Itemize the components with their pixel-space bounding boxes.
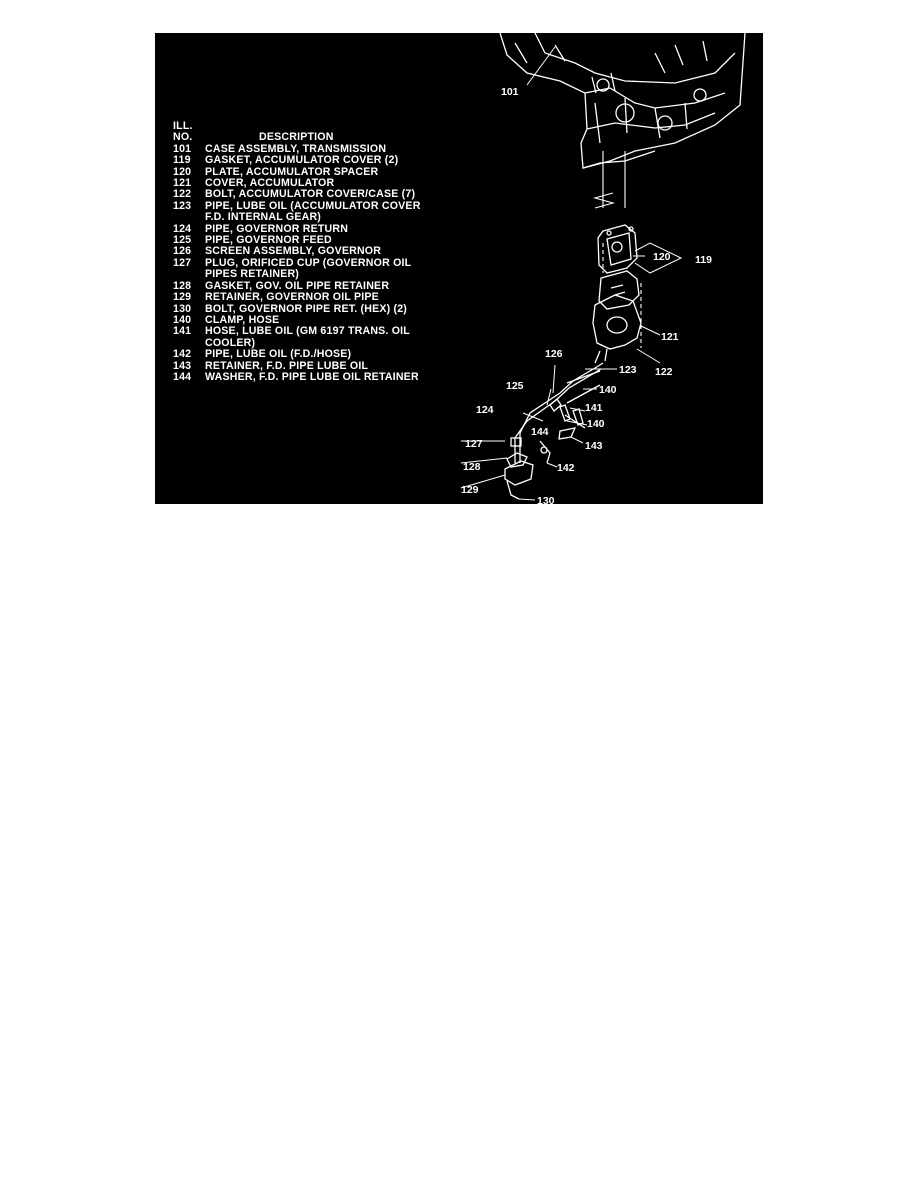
- legend-item-number: 126: [173, 245, 192, 258]
- callout-125: 125: [506, 380, 524, 392]
- legend-item-number: 129: [173, 291, 192, 304]
- legend-item-description: PIPE, GOVERNOR RETURN: [205, 222, 349, 235]
- legend-row: 125 PIPE, GOVERNOR FEED: [173, 234, 421, 247]
- legend-item-description: GASKET, ACCUMULATOR COVER (2): [205, 154, 399, 167]
- callout-124: 124: [476, 404, 494, 416]
- legend-item-number: 142: [173, 348, 192, 361]
- legend-item-description: RETAINER, F.D. PIPE LUBE OIL: [205, 359, 369, 372]
- legend-item-description: BOLT, GOVERNOR PIPE RET. (HEX) (2): [205, 302, 408, 315]
- legend-row: 121 COVER, ACCUMULATOR: [173, 177, 421, 190]
- callout-122: 122: [655, 366, 673, 378]
- transmission-case-drawing: [499, 33, 746, 169]
- legend-row: 143 RETAINER, F.D. PIPE LUBE OIL: [173, 359, 421, 372]
- callout-140-upper: 140: [599, 384, 617, 396]
- legend-item-description: PIPE, GOVERNOR FEED: [205, 234, 332, 247]
- legend-row: 140 CLAMP, HOSE: [173, 313, 421, 326]
- callout-141: 141: [585, 402, 603, 414]
- legend-item-description: CASE ASSEMBLY, TRANSMISSION: [205, 142, 387, 155]
- legend-row: 122 BOLT, ACCUMULATOR COVER/CASE (7): [173, 188, 421, 201]
- legend-header-ill: ILL.: [173, 120, 193, 132]
- legend-item-description: BOLT, ACCUMULATOR COVER/CASE (7): [205, 188, 416, 201]
- legend-item-number: 120: [173, 165, 192, 178]
- legend-row: 126 SCREEN ASSEMBLY, GOVERNOR: [173, 245, 421, 258]
- legend-item-number: 144: [173, 370, 192, 383]
- legend-row: 141 HOSE, LUBE OIL (GM 6197 TRANS. OIL: [173, 325, 421, 338]
- legend-row: 119 GASKET, ACCUMULATOR COVER (2): [173, 154, 421, 167]
- legend-item-description: GASKET, GOV. OIL PIPE RETAINER: [205, 279, 390, 292]
- callout-127: 127: [465, 438, 483, 450]
- legend-item-number: 119: [173, 154, 191, 167]
- legend-item-description: HOSE, LUBE OIL (GM 6197 TRANS. OIL: [205, 325, 410, 338]
- legend-item-description-continued: COOLER): [205, 336, 256, 349]
- legend-item-number: 140: [173, 313, 192, 326]
- legend-item-description: PLUG, ORIFICED CUP (GOVERNOR OIL: [205, 256, 412, 269]
- callout-130: 130: [537, 495, 555, 504]
- legend-row: 129 RETAINER, GOVERNOR OIL PIPE: [173, 291, 421, 304]
- legend-item-description: PIPE, LUBE OIL (ACCUMULATOR COVER: [205, 199, 421, 212]
- legend-item-number: 128: [173, 279, 192, 292]
- legend-row: 124 PIPE, GOVERNOR RETURN: [173, 222, 421, 235]
- exploded-view-figure: 101 119 120 121 122 123 124 125 126 127 …: [155, 33, 763, 504]
- legend-item-description: PIPE, LUBE OIL (F.D./HOSE): [205, 348, 352, 361]
- legend-item-number: 141: [173, 325, 192, 338]
- legend-item-description: RETAINER, GOVERNOR OIL PIPE: [205, 291, 379, 304]
- callout-121: 121: [661, 331, 679, 343]
- callout-128: 128: [463, 461, 481, 473]
- legend-item-number: 124: [173, 222, 192, 235]
- callout-120: 120: [653, 251, 671, 263]
- legend-item-description: SCREEN ASSEMBLY, GOVERNOR: [205, 245, 382, 258]
- legend-row: 142 PIPE, LUBE OIL (F.D./HOSE): [173, 348, 421, 361]
- legend-item-description: CLAMP, HOSE: [205, 313, 280, 326]
- legend-header-description: DESCRIPTION: [259, 131, 334, 144]
- legend-item-description: PLATE, ACCUMULATOR SPACER: [205, 165, 379, 178]
- parts-legend: ILL. NO. DESCRIPTION 101 CASE ASSEMBLY, T…: [173, 120, 421, 384]
- callout-119: 119: [695, 254, 712, 266]
- legend-row: 123 PIPE, LUBE OIL (ACCUMULATOR COVER: [173, 199, 421, 212]
- callout-129: 129: [461, 484, 479, 496]
- legend-row: 127 PLUG, ORIFICED CUP (GOVERNOR OIL: [173, 256, 421, 269]
- legend-header-no: NO.: [173, 131, 193, 144]
- legend-item-number: 125: [173, 234, 192, 247]
- callout-140-lower: 140: [587, 418, 605, 430]
- legend-row: 120 PLATE, ACCUMULATOR SPACER: [173, 165, 421, 178]
- legend-item-description-continued: F.D. INTERNAL GEAR): [205, 211, 322, 224]
- legend-row: 144 WASHER, F.D. PIPE LUBE OIL RETAINER: [173, 370, 421, 383]
- callout-101: 101: [501, 86, 519, 98]
- legend-item-number: 127: [173, 256, 192, 269]
- legend-item-number: 143: [173, 359, 192, 372]
- legend-item-number: 121: [173, 177, 192, 190]
- legend-item-description: WASHER, F.D. PIPE LUBE OIL RETAINER: [205, 370, 419, 383]
- callout-123: 123: [619, 364, 637, 376]
- legend-row: 101 CASE ASSEMBLY, TRANSMISSION: [173, 142, 421, 155]
- legend-item-number: 122: [173, 188, 192, 201]
- legend-item-number: 123: [173, 199, 192, 212]
- accumulator-cover-drawing: [592, 294, 642, 364]
- center-line-dashes: [592, 151, 642, 348]
- legend-item-number: 130: [173, 302, 192, 315]
- legend-item-description: COVER, ACCUMULATOR: [205, 177, 335, 190]
- exploded-diagram-art: 101 119 120 121 122 123 124 125 126 127 …: [460, 33, 746, 504]
- legend-item-description-continued: PIPES RETAINER): [205, 268, 300, 281]
- callout-143: 143: [585, 440, 603, 452]
- callout-142: 142: [557, 462, 575, 474]
- legend-item-number: 101: [173, 142, 192, 155]
- callout-144: 144: [531, 426, 549, 438]
- legend-row: 128 GASKET, GOV. OIL PIPE RETAINER: [173, 279, 421, 292]
- leader-lines: [460, 46, 683, 501]
- callout-126: 126: [545, 348, 563, 360]
- legend-row: 130 BOLT, GOVERNOR PIPE RET. (HEX) (2): [173, 302, 421, 315]
- callout-labels: 101 119 120 121 122 123 124 125 126 127 …: [461, 86, 712, 504]
